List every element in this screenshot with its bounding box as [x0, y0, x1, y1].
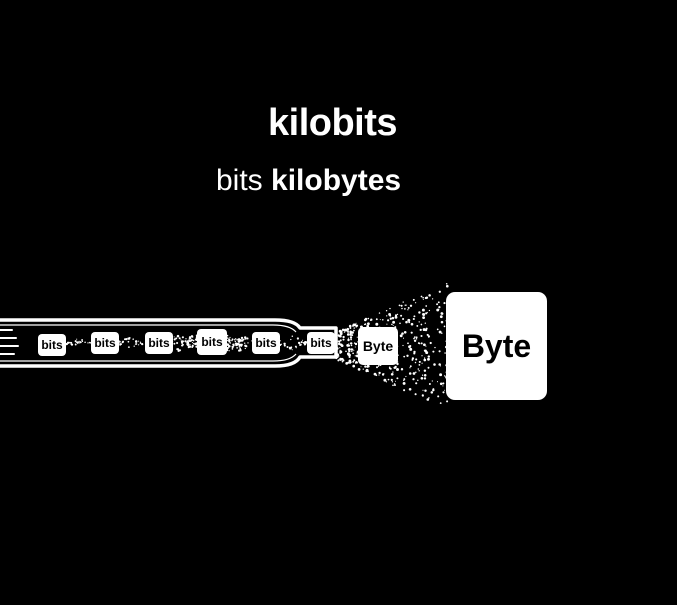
- pipe-outline: [0, 318, 338, 368]
- subtitle-kilobytes: kilobytes: [271, 164, 402, 197]
- speed-lines: [0, 329, 19, 355]
- byte-large-box: Byte: [446, 292, 547, 400]
- subtitle: bits kilobytes: [216, 164, 401, 198]
- bits-chunk-1: bits: [38, 334, 66, 356]
- bits-chunk-2: bits: [91, 332, 119, 354]
- title-kilobits: kilobits: [268, 102, 398, 144]
- bits-chunk-4: bits: [197, 329, 227, 355]
- bits-chunk-6: bits: [307, 332, 335, 354]
- bits-chunk-3: bits: [145, 332, 173, 354]
- byte-small-box: Byte: [358, 327, 398, 365]
- pipe-inner: [0, 324, 297, 362]
- subtitle-bits: bits: [216, 164, 263, 197]
- bits-chunk-5: bits: [252, 332, 280, 354]
